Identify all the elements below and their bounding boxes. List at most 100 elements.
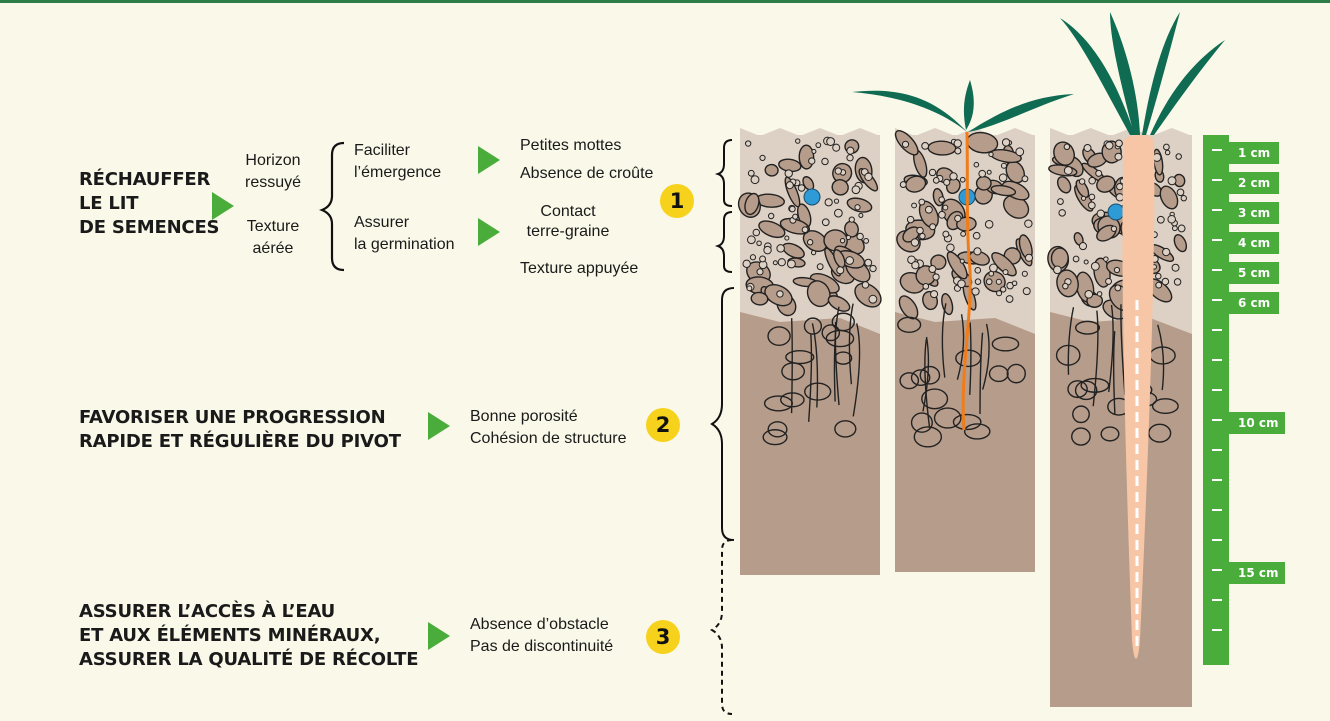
soil-crack <box>811 323 819 408</box>
goal-line: Assurer <box>354 214 410 231</box>
soil-pebble <box>747 169 755 177</box>
soil-pebble <box>928 265 937 273</box>
row3-heading: ASSURER L’ACCÈS À L’EAU ET AUX ÉLÉMENTS … <box>79 600 419 672</box>
soil-pebble <box>797 184 806 192</box>
soil-clod <box>744 192 760 216</box>
soil-pebble <box>834 167 842 175</box>
soil-pebble <box>816 263 824 271</box>
deep-clod <box>1071 427 1091 446</box>
soil-pebble <box>1088 193 1096 201</box>
soil-pebble <box>1078 242 1088 251</box>
soil-pebble <box>833 198 840 204</box>
soil-pebble <box>988 270 995 277</box>
scale-label-3cm: 3 cm <box>1229 202 1279 224</box>
soil-pebble <box>763 245 772 255</box>
row3-arrow-icon <box>428 622 450 650</box>
soil-pebble <box>759 255 767 263</box>
deep-clod <box>1074 320 1101 335</box>
soil-pebble <box>959 258 965 264</box>
soil-pebble <box>864 172 873 182</box>
soil-pebble <box>1024 219 1033 228</box>
deep-clod <box>921 388 949 410</box>
soil-pebble <box>756 268 764 276</box>
row3-criteria: Absence d’obstacle Pas de discontinuité <box>470 614 613 658</box>
soil-pebble <box>972 231 981 240</box>
soil-pebble <box>1053 265 1062 275</box>
soil-pebble <box>767 212 775 220</box>
soil-pebble <box>1155 281 1163 289</box>
soil-pebble <box>749 254 757 261</box>
row2-heading: FAVORISER UNE PROGRESSION RAPIDE ET RÉGU… <box>79 406 401 454</box>
soil-clod <box>1159 185 1179 210</box>
soil-pebble <box>1096 209 1105 218</box>
soil-pebble <box>785 181 794 190</box>
deep-clod <box>781 362 806 381</box>
deep-clod <box>897 316 922 333</box>
soil-pebble <box>1001 138 1011 147</box>
soil-pebble <box>943 178 951 186</box>
soil-crack <box>956 314 965 380</box>
deep-clod <box>952 413 982 431</box>
scale-label-text: 10 cm <box>1238 416 1279 430</box>
soil-pebble <box>792 213 799 220</box>
deep-clod <box>1006 363 1026 384</box>
deep-clod <box>988 365 1009 383</box>
soil-clod <box>1096 175 1116 193</box>
badge-2: 2 <box>646 408 680 442</box>
soil-pebble <box>1096 291 1103 297</box>
soil-pebble <box>984 220 994 229</box>
soil-pebble <box>971 287 980 296</box>
root <box>961 131 972 431</box>
row1-condition-texture: Texture aérée <box>242 216 304 260</box>
soil-crack <box>1092 310 1099 407</box>
soil-pebble <box>938 196 945 203</box>
soil-pebble <box>789 205 796 213</box>
soil-pebble <box>954 214 962 223</box>
soil-crack <box>1157 324 1165 391</box>
criterion-line: Cohésion de structure <box>470 430 627 447</box>
criterion-line: Bonne porosité <box>470 408 578 425</box>
soil-pebble <box>1083 144 1092 152</box>
top-rule <box>0 0 1330 3</box>
soil-pebble <box>1167 176 1177 186</box>
soil-pebble <box>1162 247 1171 257</box>
soil-clod <box>833 249 846 269</box>
soil-pebble <box>826 137 836 146</box>
soil-pebble <box>928 168 937 177</box>
soil-clod <box>991 252 1017 277</box>
leaf <box>1142 12 1180 135</box>
soil-pebble <box>1115 139 1123 148</box>
soil-pebble <box>1087 201 1096 210</box>
soil-pebble <box>998 173 1008 182</box>
soil-crack <box>922 336 930 412</box>
row1-heading-line3: DE SEMENCES <box>79 217 220 238</box>
deep-clod <box>767 421 788 438</box>
soil-clod <box>1075 179 1090 199</box>
soil-pebble <box>949 172 958 181</box>
soil-pebble <box>918 198 926 206</box>
soil-pebble <box>942 204 949 211</box>
leaf <box>963 80 974 130</box>
row1-criterion-texture-appuyee: Texture appuyée <box>520 260 639 277</box>
scale-label-box <box>1229 292 1279 314</box>
soil-pebble <box>924 205 933 214</box>
soil-clod <box>764 163 779 177</box>
soil-pebble <box>752 228 761 237</box>
soil-pebble <box>1171 263 1180 272</box>
soil-pebble <box>1080 195 1087 201</box>
deep-clod <box>767 326 791 347</box>
soil-pebble <box>946 243 955 252</box>
soil-pebble <box>864 258 873 267</box>
soil-pebble <box>1173 278 1182 286</box>
scale-label-box <box>1229 202 1279 224</box>
soil-pebble <box>919 232 926 240</box>
soil-crack <box>981 323 990 390</box>
seedbed-top <box>740 128 880 150</box>
soil-pebble <box>1015 147 1025 157</box>
soil-column-1 <box>737 128 882 575</box>
row1-condition-horizon: Horizon ressuyé <box>242 150 304 194</box>
row1-heading-line2: LE LIT <box>79 193 139 214</box>
condition-line: Horizon <box>245 152 301 169</box>
seedling-column-2 <box>852 80 1074 431</box>
